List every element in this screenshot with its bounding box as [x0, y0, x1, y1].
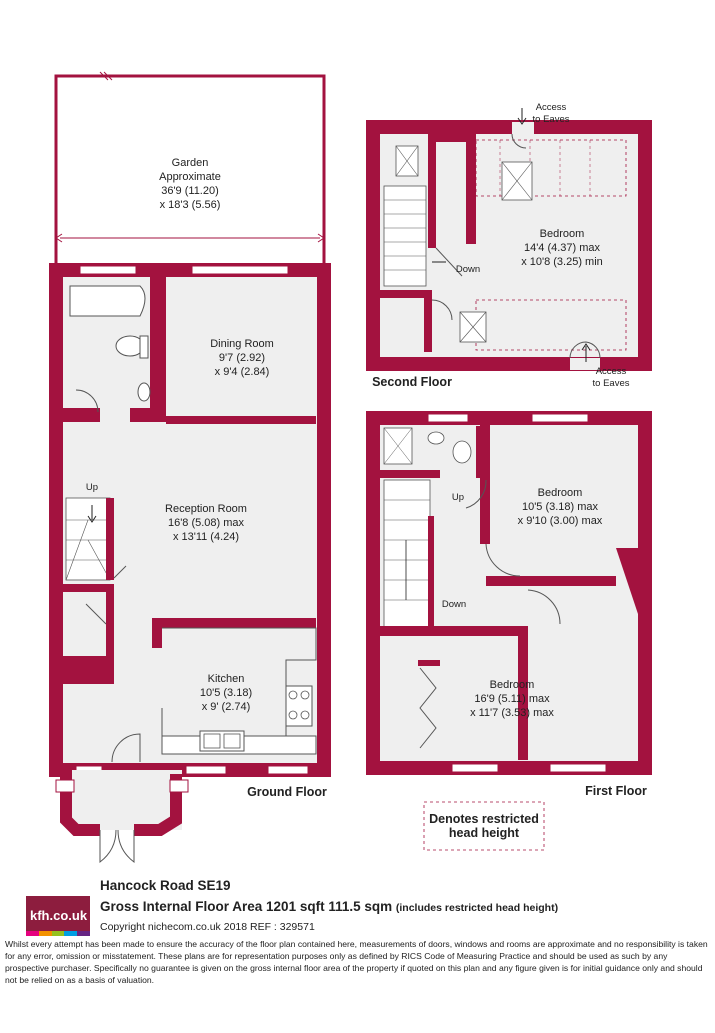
floor-area-summary: Gross Internal Floor Area 1201 sqft 111.…: [100, 899, 558, 914]
front-bedroom-label-line-3: x 11'7 (3.53) max: [470, 707, 554, 719]
garden-area: [54, 71, 326, 271]
reception-room-label-line-1: Reception Room: [165, 503, 247, 515]
logo-bar-5: [77, 931, 90, 936]
first-stairs-down-label: Down: [442, 599, 466, 610]
logo-color-bars: [26, 931, 90, 936]
logo-text: kfh.co.uk: [30, 908, 88, 923]
first-stairs-up-label: Up: [452, 492, 464, 503]
copyright-text: Copyright nichecom.co.uk 2018 REF : 3295…: [100, 921, 315, 933]
restricted-height-legend: Denotes restricted head height: [423, 801, 545, 851]
garden-label-line-2: Approximate: [159, 171, 221, 183]
property-address: Hancock Road SE19: [100, 878, 231, 893]
kfh-logo: kfh.co.uk: [26, 896, 90, 936]
floor-area-note: (includes restricted head height): [395, 902, 559, 914]
ground-floor-title: Ground Floor: [247, 785, 327, 799]
kitchen-label-line-3: x 9' (2.74): [202, 701, 251, 713]
rear-bedroom-label-line-2: 10'5 (3.18) max: [522, 501, 599, 513]
ground-floor-plan: [49, 263, 331, 864]
second-bedroom-label-line-2: 14'4 (4.37) max: [524, 242, 601, 254]
second-bedroom-label-line-1: Bedroom: [540, 228, 585, 240]
kitchen-label: Kitchen 10'5 (3.18) x 9' (2.74): [200, 673, 252, 713]
logo-bar-3: [51, 931, 65, 936]
disclaimer-text: Whilst every attempt has been made to en…: [5, 939, 708, 985]
access-eaves-bottom-line-2: to Eaves: [593, 378, 630, 389]
logo-bar-2: [38, 931, 52, 936]
access-eaves-top-line-2: to Eaves: [533, 114, 570, 125]
garden-label: Garden Approximate 36'9 (11.20) x 18'3 (…: [159, 157, 221, 211]
rear-bedroom-label-line-1: Bedroom: [538, 487, 583, 499]
reception-room-label-line-3: x 13'11 (4.24): [173, 531, 239, 543]
second-bedroom-label-line-3: x 10'8 (3.25) min: [521, 256, 603, 268]
garden-label-line-1: Garden: [172, 157, 209, 169]
dining-room-label-line-3: x 9'4 (2.84): [215, 366, 270, 378]
logo-bar-1: [26, 931, 39, 936]
ground-stairs-up-label: Up: [86, 482, 98, 493]
second-floor-plan: [366, 108, 652, 371]
kitchen-label-line-1: Kitchen: [208, 673, 245, 685]
logo-bar-4: [64, 931, 78, 936]
first-floor-plan: [366, 411, 652, 775]
legend-line-2: head height: [449, 826, 520, 840]
access-eaves-bottom-line-1: Access: [596, 366, 627, 377]
dining-room-label-line-1: Dining Room: [210, 338, 274, 350]
second-floor-bedroom-label: Bedroom 14'4 (4.37) max x 10'8 (3.25) mi…: [521, 228, 603, 268]
kitchen-label-line-2: 10'5 (3.18): [200, 687, 252, 699]
garden-label-line-3: 36'9 (11.20): [161, 185, 219, 197]
front-bedroom-label-line-1: Bedroom: [490, 679, 535, 691]
dining-room-label: Dining Room 9'7 (2.92) x 9'4 (2.84): [210, 338, 274, 378]
dining-room-label-line-2: 9'7 (2.92): [219, 352, 265, 364]
floor-area-text: Gross Internal Floor Area 1201 sqft 111.…: [100, 899, 393, 914]
reception-room-label-line-2: 16'8 (5.08) max: [168, 517, 245, 529]
first-floor-front-bedroom-label: Bedroom 16'9 (5.11) max x 11'7 (3.53) ma…: [470, 679, 554, 719]
garden-label-line-4: x 18'3 (5.56): [160, 199, 221, 211]
second-stairs-down-label: Down: [456, 264, 480, 275]
access-eaves-top-line-1: Access: [536, 102, 567, 113]
reception-room-label: Reception Room 16'8 (5.08) max x 13'11 (…: [165, 503, 247, 543]
first-floor-rear-bedroom-label: Bedroom 10'5 (3.18) max x 9'10 (3.00) ma…: [518, 487, 603, 527]
second-floor-title: Second Floor: [372, 375, 452, 389]
legend-line-1: Denotes restricted: [429, 812, 539, 826]
rear-bedroom-label-line-3: x 9'10 (3.00) max: [518, 515, 603, 527]
front-bedroom-label-line-2: 16'9 (5.11) max: [474, 693, 550, 705]
floor-plan: Garden Approximate 36'9 (11.20) x 18'3 (…: [49, 71, 652, 864]
first-floor-title: First Floor: [585, 784, 647, 798]
